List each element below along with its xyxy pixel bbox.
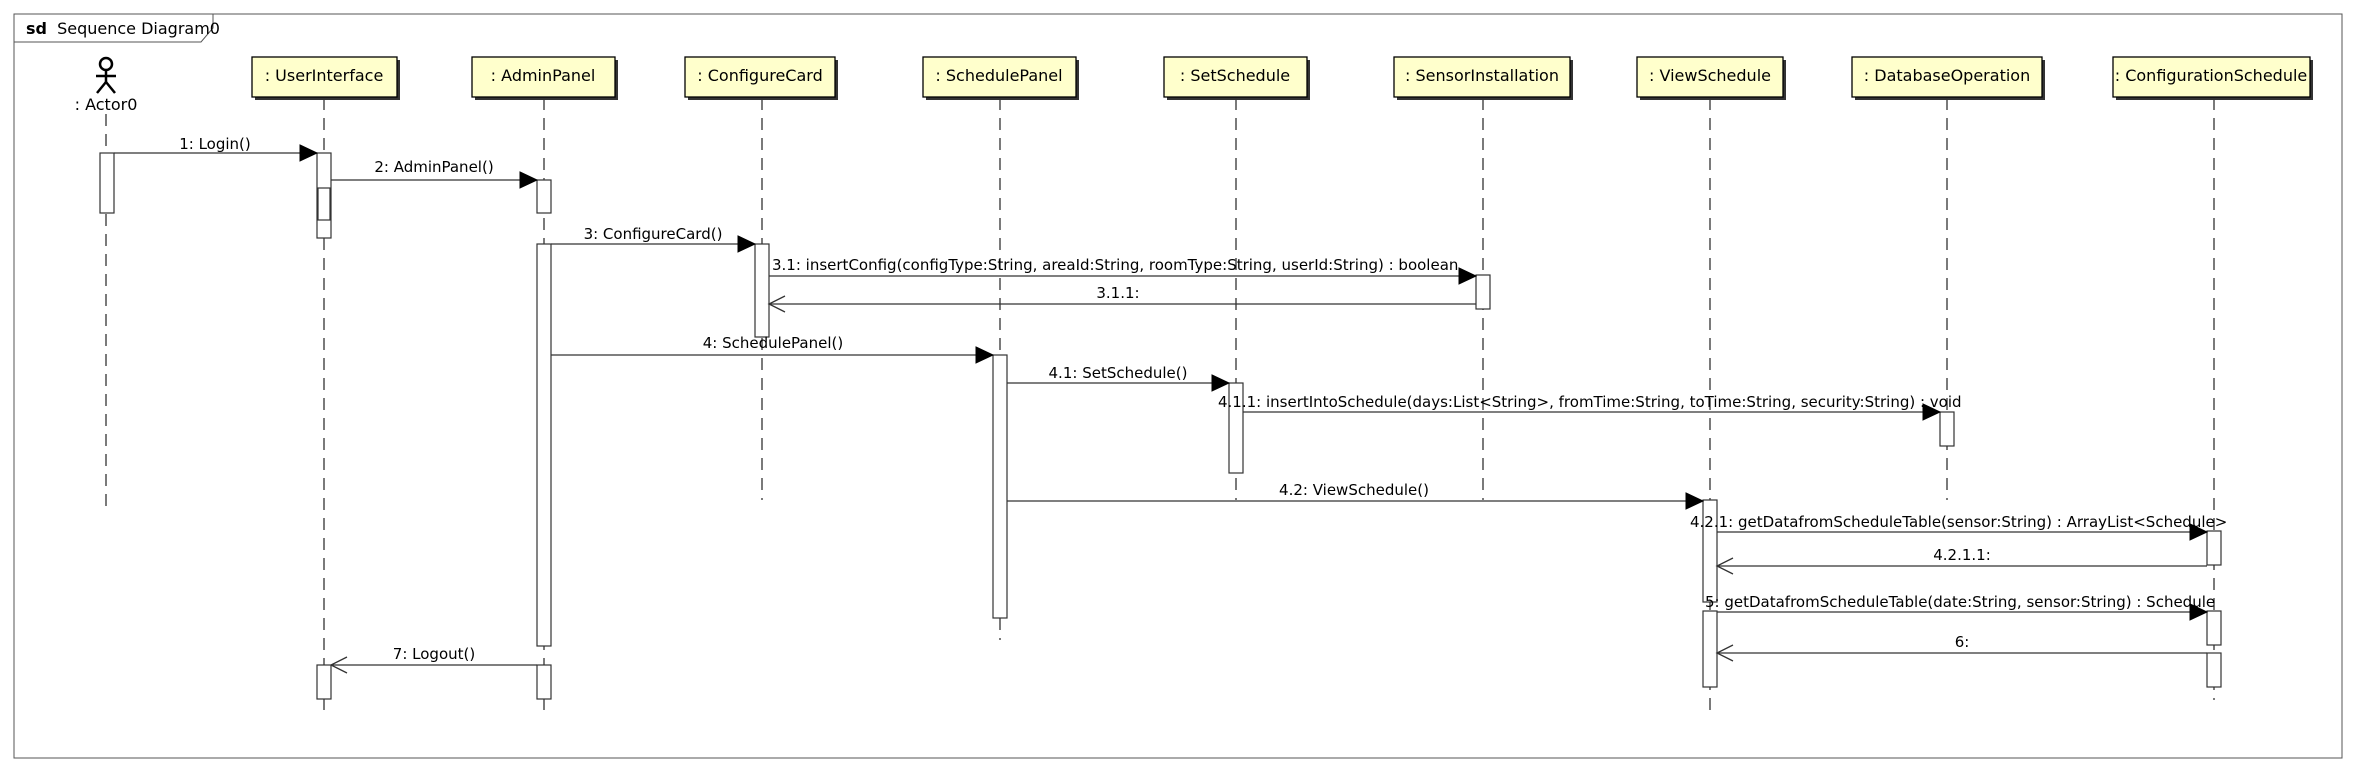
message-1-login[interactable]: 1: Login() bbox=[114, 135, 319, 162]
message-4-2-1-1-reply[interactable]: 4.2.1.1: bbox=[1715, 546, 2207, 575]
head-box bbox=[1393, 56, 1571, 98]
message-label: 3.1: insertConfig(configType:String, are… bbox=[772, 256, 1458, 274]
head-label: : ViewSchedule bbox=[1649, 66, 1771, 85]
head-label: : SensorInstallation bbox=[1405, 66, 1559, 85]
activation-ui-1b bbox=[317, 187, 331, 221]
lifeline-head-db[interactable]: : DatabaseOperation bbox=[1851, 56, 2045, 100]
message-label: 1: Login() bbox=[179, 135, 251, 153]
message-3-1-insertconfig[interactable]: 3.1: insertConfig(configType:String, are… bbox=[769, 256, 1478, 285]
head-box bbox=[471, 56, 616, 98]
message-7-logout[interactable]: 7: Logout() bbox=[329, 645, 537, 674]
lifeline-head-sensor[interactable]: : SensorInstallation bbox=[1393, 56, 1573, 100]
head-label: : ConfigurationSchedule bbox=[2115, 66, 2308, 85]
arrow-filled-icon bbox=[1458, 267, 1478, 285]
actor-right-leg bbox=[105, 81, 116, 94]
activation-cfgsched-3 bbox=[2206, 652, 2222, 688]
head-label: : SetSchedule bbox=[1180, 66, 1290, 85]
arrow-filled-icon bbox=[1211, 374, 1231, 392]
arrow-filled-icon bbox=[2189, 603, 2209, 621]
head-box bbox=[2112, 56, 2311, 98]
activation-actor0 bbox=[99, 152, 115, 214]
head-label: : SchedulePanel bbox=[935, 66, 1062, 85]
head-label: : UserInterface bbox=[265, 66, 384, 85]
frame-name-tab bbox=[13, 13, 214, 43]
activation-admin-2 bbox=[536, 243, 552, 647]
arrow-filled-icon bbox=[519, 171, 539, 189]
arrow-filled-icon bbox=[975, 346, 995, 364]
activation-cfgsched-2 bbox=[2206, 610, 2222, 646]
arrow-filled-icon bbox=[299, 144, 319, 162]
diagram-frame: sd Sequence Diagram0 bbox=[13, 13, 2343, 759]
activation-cfgcard bbox=[754, 243, 770, 338]
message-label: 3: ConfigureCard() bbox=[584, 225, 723, 243]
activation-db bbox=[1939, 411, 1955, 447]
activation-admin-1 bbox=[536, 179, 552, 214]
lifeline-head-cfgsched[interactable]: : ConfigurationSchedule bbox=[2112, 56, 2313, 100]
head-box bbox=[684, 56, 836, 98]
activation-schedpanel bbox=[992, 354, 1008, 619]
message-label: 5: getDatafromScheduleTable(date:String,… bbox=[1705, 593, 2215, 611]
actor-left-leg bbox=[96, 81, 107, 94]
activation-viewsched-2 bbox=[1702, 610, 1718, 688]
frame-title: sd Sequence Diagram0 bbox=[26, 19, 220, 38]
message-label: 4.2.1.1: bbox=[1933, 546, 1991, 564]
message-label: 4.1.1: insertIntoSchedule(days:List<Stri… bbox=[1218, 393, 1962, 411]
frame-border bbox=[13, 13, 2343, 759]
activation-setsched bbox=[1228, 382, 1244, 474]
arrow-filled-icon bbox=[2189, 523, 2209, 541]
message-5-getdatafromscheduletable[interactable]: 5: getDatafromScheduleTable(date:String,… bbox=[1705, 593, 2215, 621]
activation-admin-3 bbox=[536, 664, 552, 700]
arrow-filled-icon bbox=[737, 235, 757, 253]
message-3-configurecard[interactable]: 3: ConfigureCard() bbox=[551, 225, 757, 253]
lifeline-head-setsched[interactable]: : SetSchedule bbox=[1163, 56, 1310, 100]
frame-keyword: sd bbox=[26, 19, 47, 38]
message-4-schedulepanel[interactable]: 4: SchedulePanel() bbox=[551, 334, 995, 364]
message-3-1-1-reply[interactable]: 3.1.1: bbox=[767, 284, 1476, 313]
message-label: 7: Logout() bbox=[393, 645, 475, 663]
arrow-open-icon bbox=[1715, 644, 1734, 662]
head-label: : DatabaseOperation bbox=[1864, 66, 2030, 85]
message-4-2-viewschedule[interactable]: 4.2: ViewSchedule() bbox=[1007, 481, 1705, 510]
message-label: 3.1.1: bbox=[1096, 284, 1139, 302]
frame-name: Sequence Diagram0 bbox=[57, 19, 220, 38]
message-6-reply[interactable]: 6: bbox=[1715, 633, 2207, 662]
actor-actor0[interactable]: : Actor0 bbox=[75, 56, 138, 114]
lifeline-head-cfgcard[interactable]: : ConfigureCard bbox=[684, 56, 838, 100]
head-box bbox=[251, 56, 398, 98]
actor-label: : Actor0 bbox=[75, 95, 138, 114]
head-label: : AdminPanel bbox=[491, 66, 596, 85]
arrow-filled-icon bbox=[1685, 492, 1705, 510]
message-label: 4.2: ViewSchedule() bbox=[1279, 481, 1429, 499]
message-label: 2: AdminPanel() bbox=[374, 158, 493, 176]
message-2-adminpanel[interactable]: 2: AdminPanel() bbox=[331, 158, 539, 189]
lifeline-head-schedpanel[interactable]: : SchedulePanel bbox=[922, 56, 1079, 100]
head-label: : ConfigureCard bbox=[697, 66, 822, 85]
message-label: 4: SchedulePanel() bbox=[703, 334, 843, 352]
lifeline-head-viewsched[interactable]: : ViewSchedule bbox=[1636, 56, 1786, 100]
message-label: 6: bbox=[1955, 633, 1970, 651]
head-box bbox=[1851, 56, 2043, 98]
message-label: 4.1: SetSchedule() bbox=[1049, 364, 1188, 382]
message-4-1-1-insertintoschedule[interactable]: 4.1.1: insertIntoSchedule(days:List<Stri… bbox=[1218, 393, 1962, 421]
message-4-2-1-getdatafromscheduletable[interactable]: 4.2.1: getDatafromScheduleTable(sensor:S… bbox=[1690, 513, 2227, 541]
activation-cfgsched-1 bbox=[2206, 530, 2222, 566]
lifeline-head-admin[interactable]: : AdminPanel bbox=[471, 56, 618, 100]
lifeline-head-ui[interactable]: : UserInterface bbox=[251, 56, 400, 100]
arrow-open-icon bbox=[329, 656, 348, 674]
head-box bbox=[1163, 56, 1308, 98]
head-box bbox=[1636, 56, 1784, 98]
activation-ui-2 bbox=[316, 664, 332, 700]
activation-viewsched-1 bbox=[1702, 499, 1718, 603]
arrow-open-icon bbox=[767, 295, 786, 313]
message-label: 4.2.1: getDatafromScheduleTable(sensor:S… bbox=[1690, 513, 2227, 531]
arrow-filled-icon bbox=[1922, 403, 1942, 421]
message-4-1-setschedule[interactable]: 4.1: SetSchedule() bbox=[1007, 364, 1231, 392]
activation-sensor bbox=[1475, 274, 1491, 310]
head-box bbox=[922, 56, 1077, 98]
arrow-open-icon bbox=[1715, 557, 1734, 575]
